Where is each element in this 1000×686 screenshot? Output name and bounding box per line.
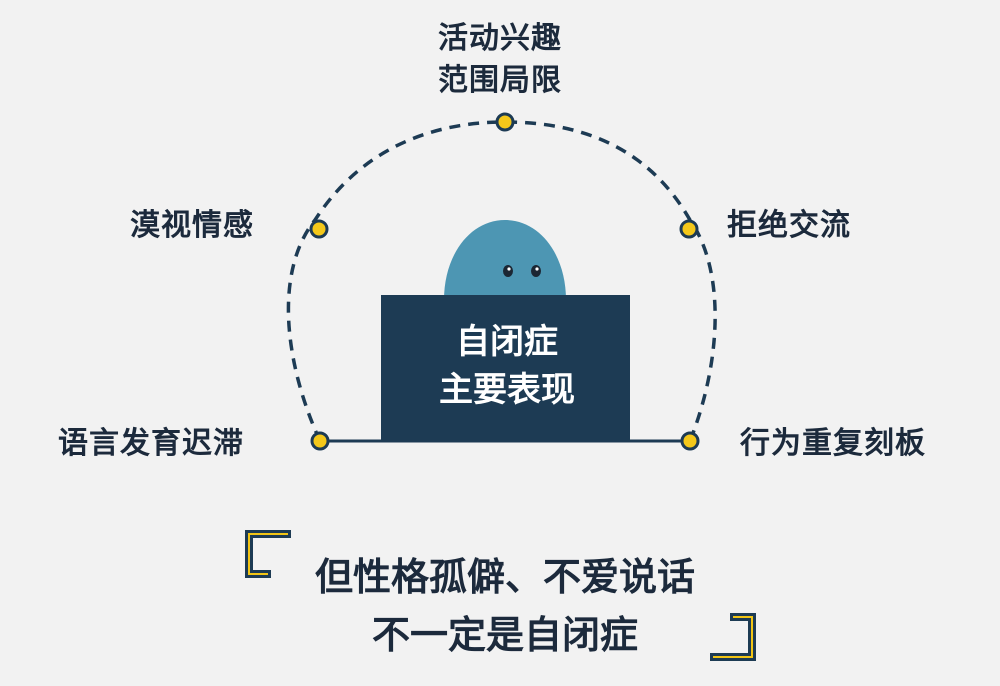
blob-eye-right-shine bbox=[535, 267, 539, 271]
node-lower-right bbox=[680, 431, 700, 451]
node-lower-left bbox=[310, 431, 330, 451]
blob-eye-right bbox=[531, 265, 541, 277]
symptom-label-top-line2: 范围局限 bbox=[438, 63, 562, 98]
symptom-label-top: 活动兴趣 范围局限 bbox=[400, 18, 600, 102]
center-title-line2: 主要表现 bbox=[439, 370, 575, 410]
symptom-label-lower-right: 行为重复刻板 bbox=[740, 426, 926, 461]
bottom-quote: 但性格孤僻、不爱说话 不一定是自闭症 bbox=[270, 548, 740, 664]
symptom-label-top-line1: 活动兴趣 bbox=[438, 21, 562, 56]
symptom-label-lower-left: 语言发育迟滞 bbox=[58, 426, 244, 461]
symptom-label-upper-right: 拒绝交流 bbox=[727, 208, 851, 243]
node-top bbox=[495, 112, 515, 132]
center-title-line1: 自闭症 bbox=[456, 322, 558, 362]
center-title: 自闭症 主要表现 bbox=[384, 318, 630, 414]
center-panel bbox=[381, 295, 630, 442]
symptom-label-upper-left: 漠视情感 bbox=[130, 208, 254, 243]
bottom-quote-line2: 不一定是自闭症 bbox=[371, 613, 638, 657]
blob-eye-left-shine bbox=[507, 267, 511, 271]
node-upper-left bbox=[309, 219, 329, 239]
blob-character bbox=[444, 220, 566, 300]
node-upper-right bbox=[679, 219, 699, 239]
bottom-quote-line1: 但性格孤僻、不爱说话 bbox=[314, 555, 695, 599]
blob-eye-left bbox=[503, 265, 513, 277]
